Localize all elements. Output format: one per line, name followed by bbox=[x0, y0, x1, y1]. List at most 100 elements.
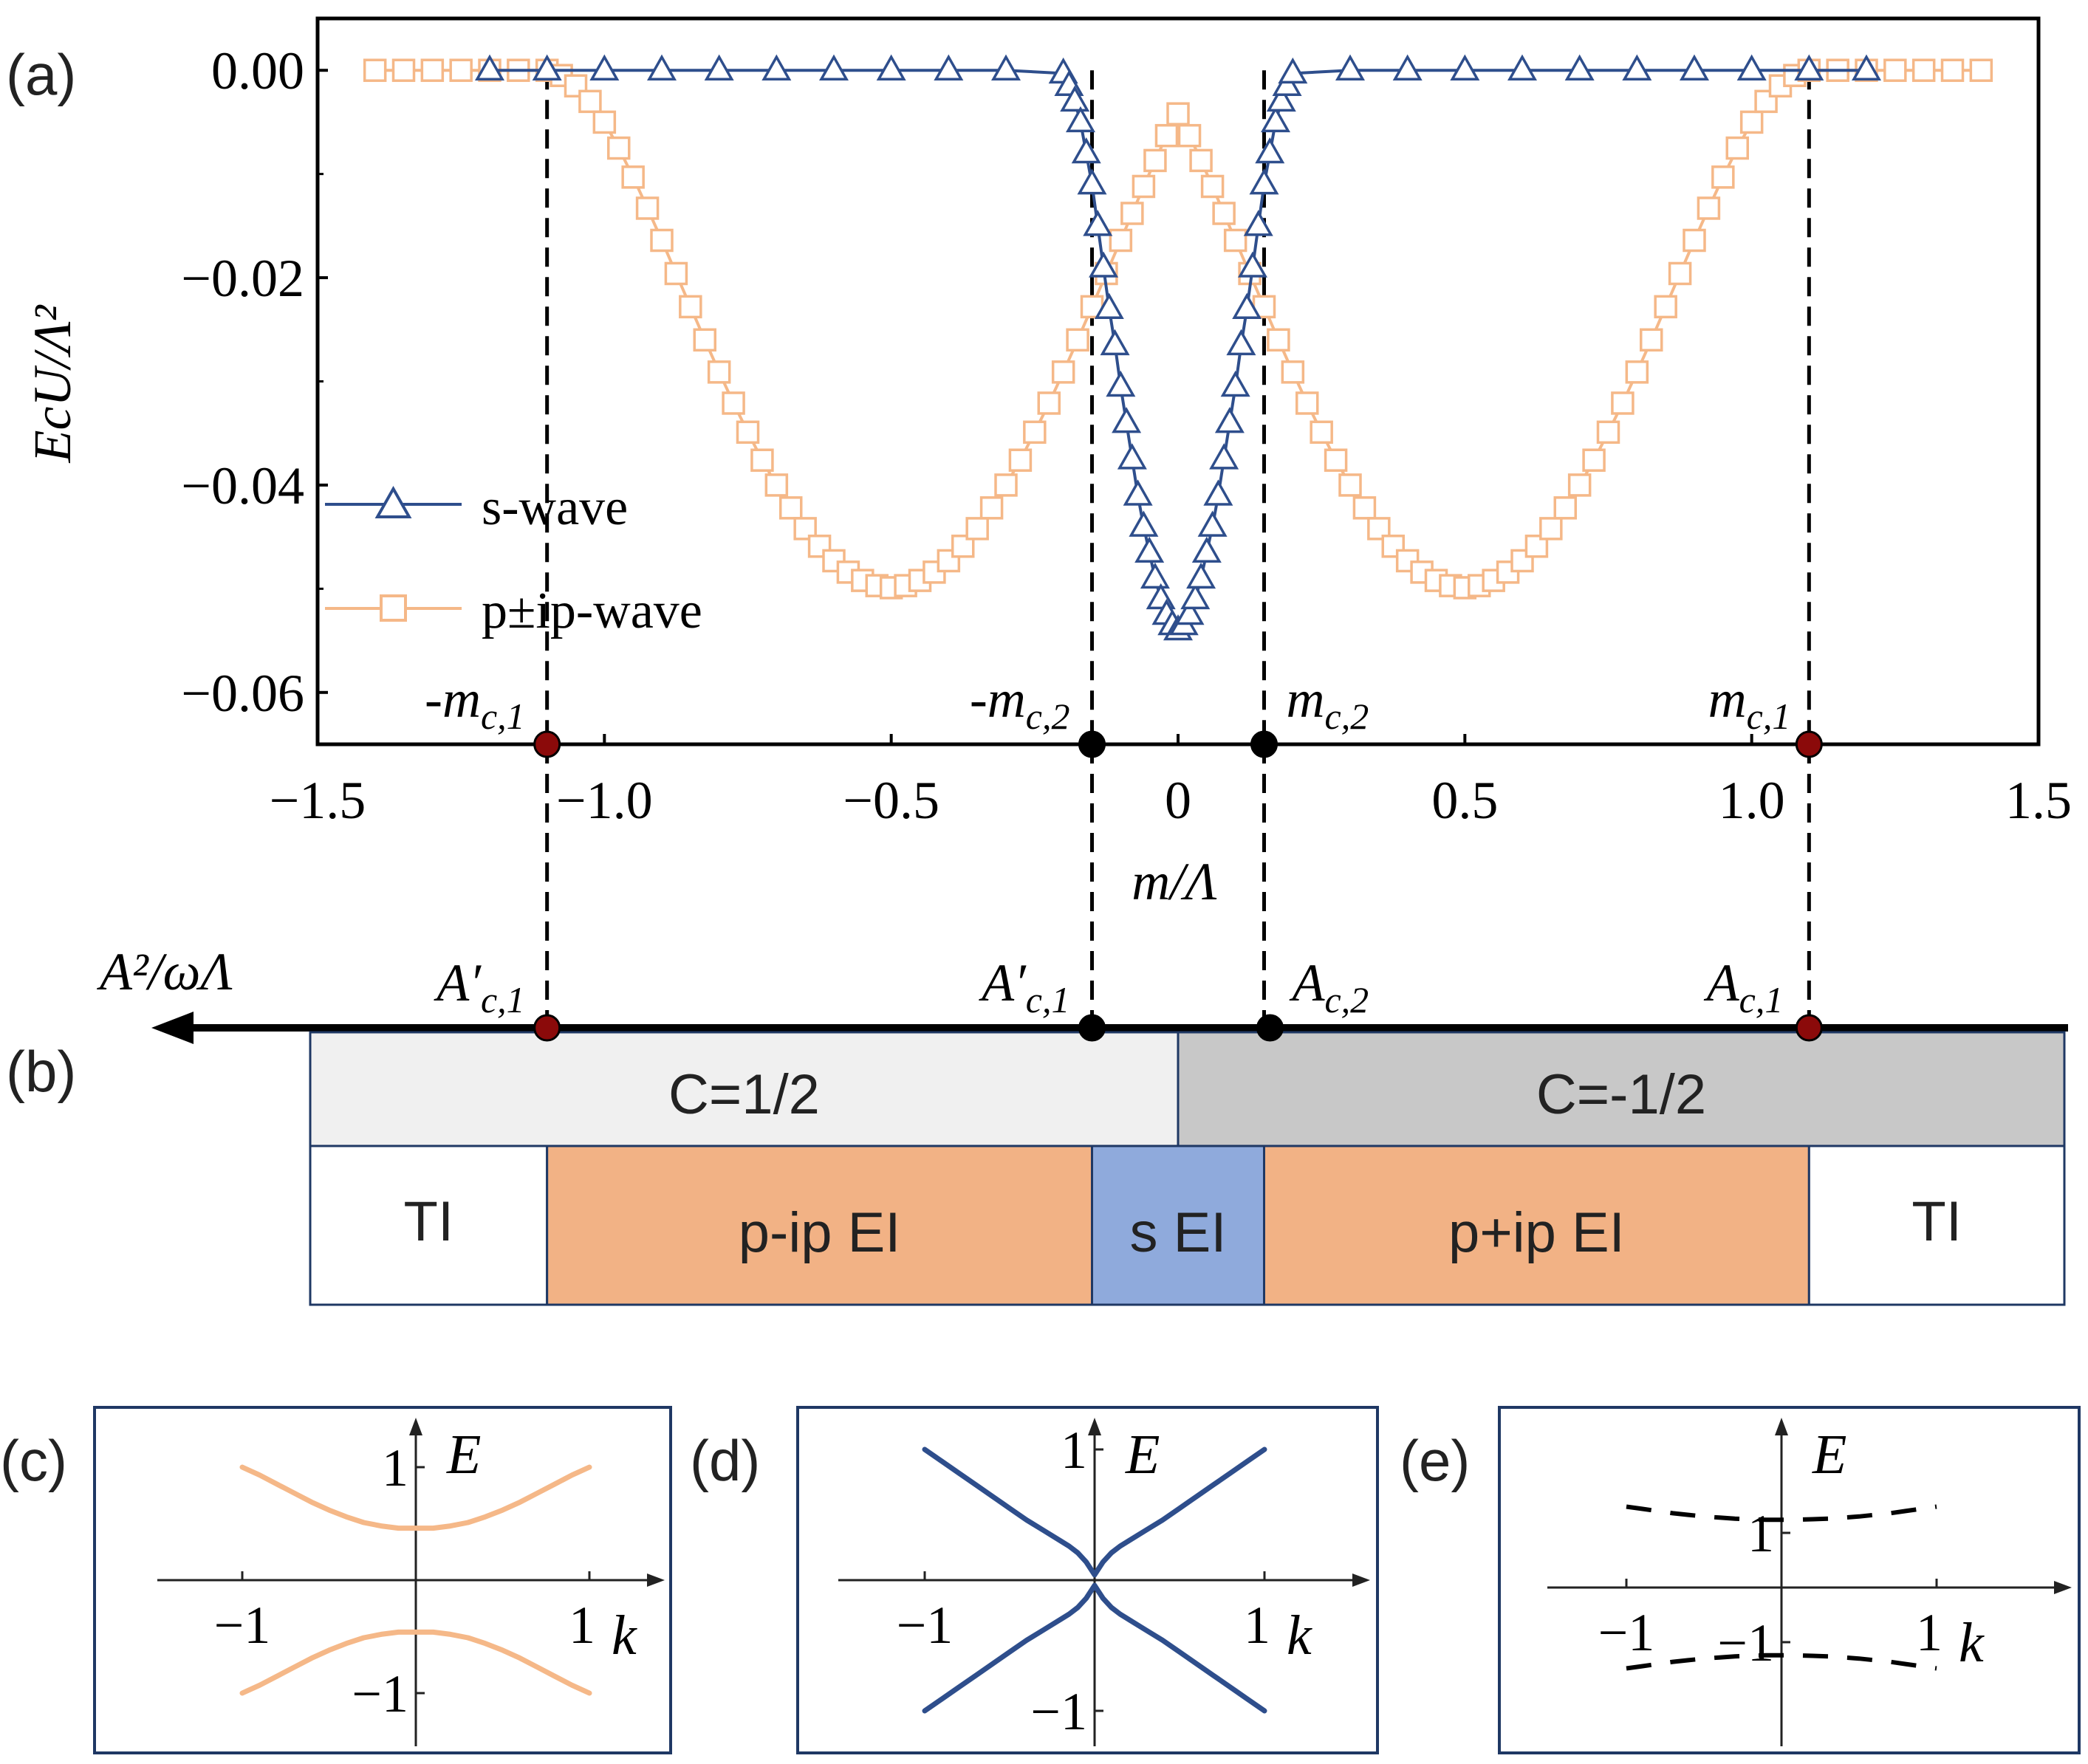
critical-label-main: -m bbox=[425, 670, 481, 729]
pip-wave-point bbox=[1023, 420, 1047, 445]
pip-wave-point bbox=[1189, 148, 1213, 173]
k-axis-arrowhead bbox=[647, 1573, 665, 1587]
pip-wave-point bbox=[363, 58, 387, 82]
pip-wave-point bbox=[1611, 391, 1635, 415]
s-wave-point bbox=[1112, 407, 1142, 433]
pip-wave-point bbox=[979, 496, 1004, 520]
k-tick-label: −1 bbox=[1598, 1603, 1655, 1662]
x-tick-label: −1.0 bbox=[556, 771, 653, 830]
pip-wave-point bbox=[1154, 123, 1179, 148]
s-wave-point bbox=[1129, 510, 1159, 537]
pip-wave-point bbox=[1668, 261, 1692, 286]
phase-label: p+ip EI bbox=[1448, 1201, 1625, 1264]
phase-cell bbox=[309, 1144, 549, 1306]
upper-band bbox=[1626, 1504, 1937, 1523]
phase-label: TI bbox=[1911, 1190, 1962, 1253]
s-wave-point bbox=[1261, 106, 1291, 133]
critical-point-marker bbox=[1078, 730, 1106, 758]
critical-point-label: mc,2 bbox=[1287, 670, 1369, 737]
s-wave-point bbox=[1851, 54, 1882, 80]
s-wave-point bbox=[1083, 210, 1113, 236]
panel-label-a: (a) bbox=[6, 42, 76, 107]
pip-wave-point bbox=[1143, 148, 1167, 173]
pip-wave-point bbox=[420, 58, 445, 82]
x-tick-label: −0.5 bbox=[843, 771, 939, 830]
s-wave-point bbox=[1117, 443, 1147, 470]
s-wave-point bbox=[1794, 54, 1824, 80]
e-axis-arrowhead bbox=[409, 1418, 422, 1435]
pip-wave-point bbox=[1683, 228, 1706, 253]
pip-wave-point bbox=[951, 535, 975, 558]
critical-point-marker bbox=[533, 730, 561, 758]
x-tick-label: −1.5 bbox=[270, 771, 366, 830]
pip-wave-point bbox=[1539, 517, 1563, 540]
pip-wave-point bbox=[994, 473, 1018, 497]
e-tick-label: −1 bbox=[1030, 1682, 1087, 1741]
s-wave-point bbox=[1203, 479, 1233, 506]
pip-wave-point bbox=[1109, 228, 1133, 253]
panel-label-c: (c) bbox=[0, 1428, 67, 1493]
panel-label-d: (d) bbox=[690, 1428, 760, 1493]
s-wave-point bbox=[1450, 54, 1480, 80]
critical-label-sub: c,1 bbox=[1747, 696, 1791, 737]
s-wave-point bbox=[1174, 598, 1205, 625]
e-tick-label: −1 bbox=[352, 1664, 408, 1723]
pip-wave-point bbox=[1625, 360, 1649, 384]
legend: s-wave p±ip-wave bbox=[325, 479, 702, 639]
pip-wave-point bbox=[764, 473, 789, 497]
pip-wave-point bbox=[650, 228, 674, 253]
y-tick-label: −0.02 bbox=[181, 249, 304, 308]
s-wave-point bbox=[1278, 57, 1308, 84]
lower-band bbox=[1626, 1653, 1937, 1671]
x-axis-label: m/Λ bbox=[1132, 852, 1217, 911]
k-axis-arrowhead bbox=[1352, 1573, 1370, 1587]
x-tick-label: 0 bbox=[1165, 771, 1191, 830]
s-wave-point bbox=[1186, 562, 1216, 589]
panel-label-b: (b) bbox=[6, 1039, 76, 1104]
s-wave-point bbox=[1232, 292, 1262, 319]
pip-wave-point bbox=[1654, 295, 1677, 319]
pip-wave-point bbox=[1295, 391, 1319, 415]
phase-cell bbox=[1807, 1144, 2066, 1306]
s-wave-point bbox=[1226, 329, 1256, 356]
s-wave-point bbox=[1564, 54, 1595, 80]
b-critical-point-marker bbox=[1256, 1014, 1284, 1042]
b-label-sub: c,1 bbox=[1026, 979, 1070, 1020]
pip-wave-point bbox=[1281, 360, 1305, 384]
k-tick-label: 1 bbox=[1244, 1596, 1270, 1655]
upper-band bbox=[922, 1446, 1267, 1578]
b-critical-point-marker bbox=[1078, 1014, 1106, 1042]
critical-label-sub: c,1 bbox=[481, 696, 525, 737]
s-wave-point bbox=[1100, 329, 1130, 356]
x-tick-label: 1.0 bbox=[1719, 771, 1785, 830]
e-axis-label: E bbox=[446, 1424, 481, 1486]
e-tick-label: 1 bbox=[1061, 1421, 1087, 1480]
phase-label: p-ip EI bbox=[739, 1201, 901, 1264]
s-wave-point bbox=[818, 54, 849, 80]
legend-marker-triangle bbox=[374, 485, 412, 518]
b-critical-point-marker bbox=[1795, 1014, 1823, 1042]
s-wave-point bbox=[1065, 106, 1095, 133]
e-axis-label: E bbox=[1812, 1424, 1846, 1486]
pip-wave-point bbox=[607, 136, 631, 160]
s-wave-point bbox=[1507, 54, 1538, 80]
s-wave-point bbox=[1335, 54, 1366, 80]
e-tick-label: 1 bbox=[382, 1438, 408, 1497]
s-wave-point bbox=[474, 54, 505, 80]
pip-wave-point bbox=[449, 58, 473, 82]
pip-wave-point bbox=[1582, 448, 1606, 472]
chern-cell bbox=[309, 1031, 1180, 1147]
s-wave-point bbox=[1679, 54, 1710, 80]
s-wave-point bbox=[761, 54, 792, 80]
pip-wave-point bbox=[965, 517, 989, 540]
b-critical-point-label: Ac,1 bbox=[1704, 953, 1784, 1020]
